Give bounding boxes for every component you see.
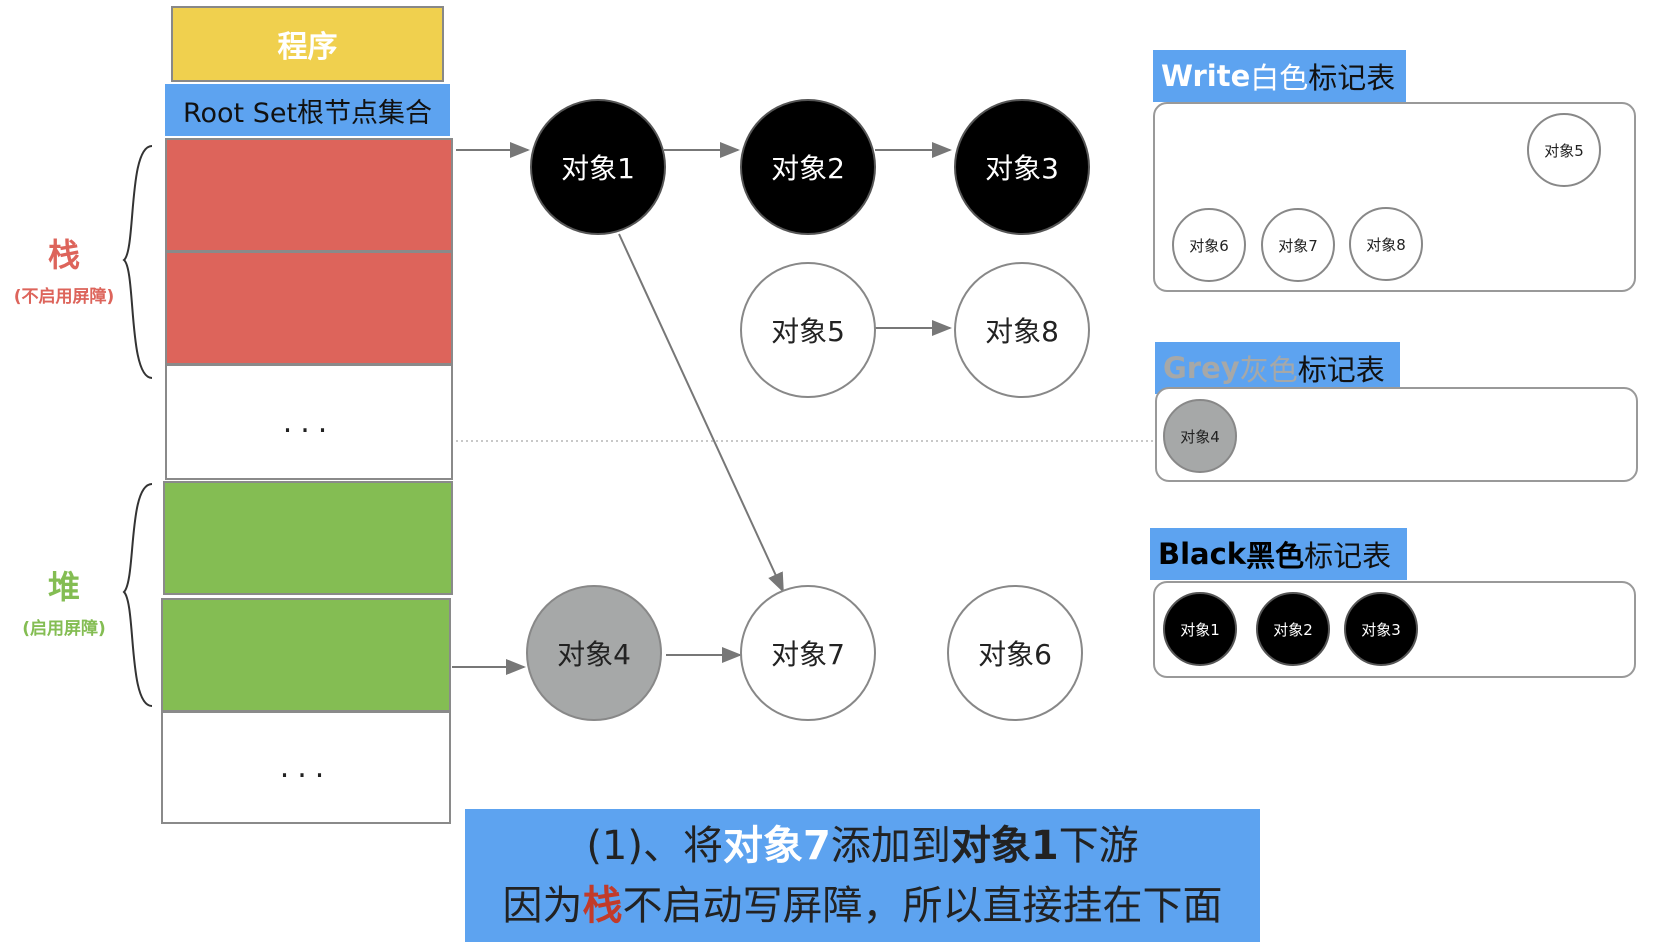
black-item-obj2: 对象2 — [1256, 592, 1330, 666]
caption-line2-suffix: 不启动写屏障，所以直接挂在下面 — [622, 882, 1223, 929]
node-obj8: 对象8 — [954, 262, 1090, 398]
caption-line2-prefix: 因为 — [502, 882, 583, 929]
white-item-obj8: 对象8 — [1349, 207, 1423, 281]
black-table-title-en: Black — [1158, 537, 1247, 571]
caption-line1-obj-b: 对象1 — [950, 822, 1059, 869]
black-table-title: Black 黑色 标记表 — [1150, 528, 1407, 580]
grey-table-title-en: Grey — [1163, 351, 1240, 385]
white-table-title-suffix: 标记表 — [1308, 61, 1396, 95]
heap-brace — [122, 483, 153, 707]
caption-line1-middle: 添加到 — [830, 822, 951, 869]
heap-label: 堆 (启用屏障) — [6, 562, 122, 639]
white-item-obj7: 对象7 — [1261, 208, 1335, 282]
caption-box: (1)、将对象7添加到对象1下游 因为栈不启动写屏障，所以直接挂在下面 — [465, 809, 1260, 942]
node-obj1: 对象1 — [530, 99, 666, 235]
caption-line2-highlight: 栈 — [582, 882, 623, 929]
heap-ellipsis: ... — [161, 711, 451, 824]
grey-table-title-suffix: 标记表 — [1297, 353, 1385, 387]
black-table-title-suffix: 标记表 — [1304, 539, 1392, 573]
node-obj2: 对象2 — [740, 99, 876, 235]
black-item-obj1: 对象1 — [1163, 592, 1237, 666]
stack-ellipsis: ... — [165, 364, 453, 480]
caption-line1-prefix: (1)、将 — [586, 822, 723, 869]
node-obj3: 对象3 — [954, 99, 1090, 235]
caption-line-1: (1)、将对象7添加到对象1下游 — [586, 816, 1138, 876]
stack-subtitle: (不启用屏障) — [13, 287, 115, 307]
rootset-label: Root Set根节点集合 — [165, 84, 450, 136]
node-obj5: 对象5 — [740, 262, 876, 398]
stack-label: 栈 (不启用屏障) — [6, 230, 122, 307]
grey-table-title-color: 灰色 — [1239, 353, 1298, 387]
heap-subtitle: (启用屏障) — [22, 619, 106, 639]
grey-item-obj4: 对象4 — [1163, 399, 1237, 473]
caption-line1-suffix: 下游 — [1058, 822, 1139, 869]
arrow-obj1-to-obj7 — [618, 233, 784, 593]
stack-brace — [122, 145, 153, 379]
black-item-obj3: 对象3 — [1344, 592, 1418, 666]
stack-title: 栈 — [47, 236, 80, 274]
white-item-obj6: 对象6 — [1172, 208, 1246, 282]
node-obj7: 对象7 — [740, 585, 876, 721]
white-table-title-color: 白色 — [1250, 61, 1309, 95]
caption-line-2: 因为栈不启动写屏障，所以直接挂在下面 — [503, 876, 1223, 936]
stack-frame-1 — [165, 138, 453, 252]
node-obj4: 对象4 — [526, 585, 662, 721]
black-table-title-color: 黑色 — [1246, 539, 1305, 573]
white-table-title-en: Write — [1161, 59, 1251, 93]
node-obj6: 对象6 — [947, 585, 1083, 721]
heap-title: 堆 — [47, 568, 80, 606]
heap-block-1 — [163, 481, 453, 595]
white-item-obj5: 对象5 — [1527, 113, 1601, 187]
grey-table-title: Grey 灰色 标记表 — [1155, 342, 1400, 394]
stack-frame-2 — [165, 251, 453, 365]
heap-block-2 — [161, 598, 451, 712]
white-table-title: Write 白色 标记表 — [1153, 50, 1406, 102]
program-block: 程序 — [171, 6, 444, 82]
caption-line1-obj-a: 对象7 — [722, 822, 831, 869]
